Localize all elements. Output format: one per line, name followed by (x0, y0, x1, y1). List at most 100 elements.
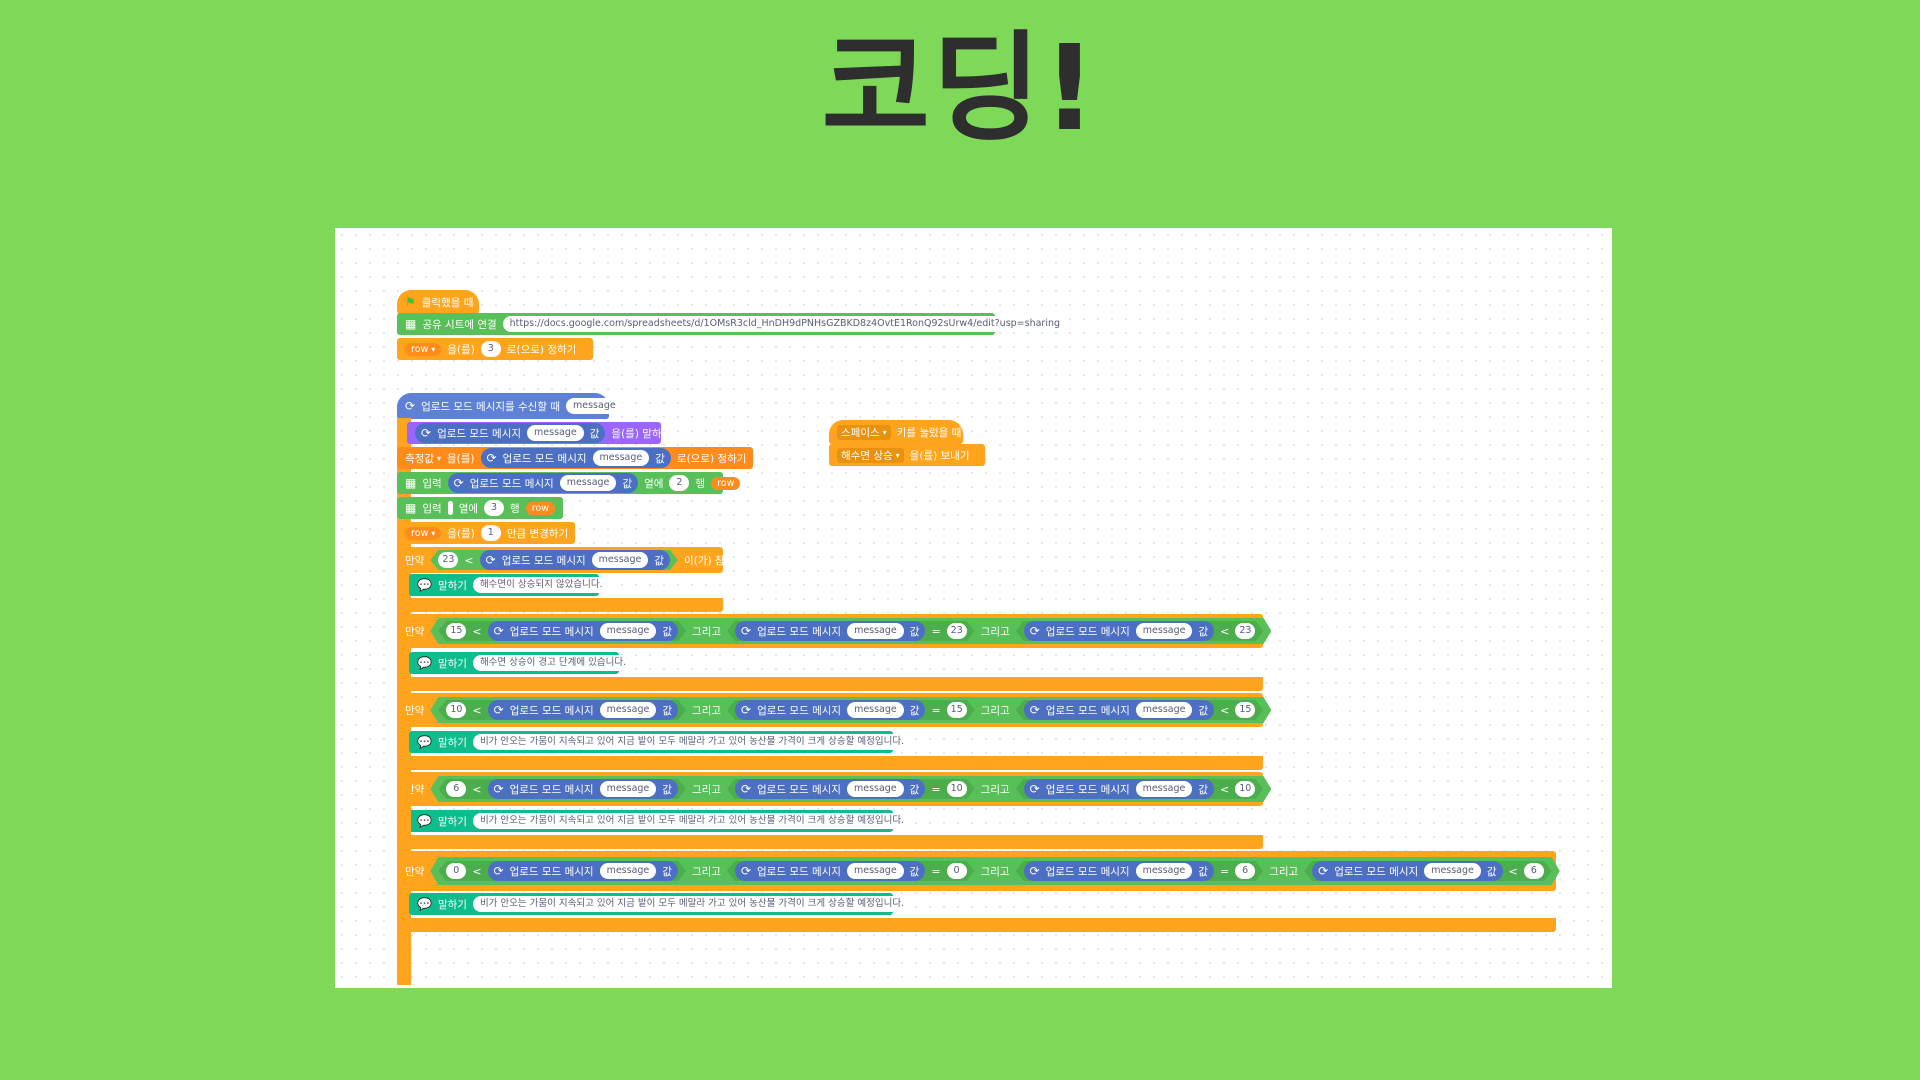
compare-value[interactable]: 6 (446, 781, 466, 797)
row-var-reporter[interactable]: row (525, 501, 555, 515)
upload-mode-icon: ⟳ (453, 476, 464, 490)
compare-value[interactable]: 23 (438, 552, 458, 568)
input-cell-block-1[interactable]: ▦ 입력 ⟳ 업로드 모드 메시지 message 값 열에 2 행 row (397, 472, 741, 494)
var-dropdown[interactable]: row (405, 526, 442, 540)
if-block-1[interactable]: 만약 23 < ⟳ 업로드 모드 메시지 message 값 이(가) 참이면 (397, 547, 744, 573)
upload-message-reporter[interactable]: ⟳ 업로드 모드 메시지 message 값 (480, 448, 671, 468)
say-label: 말하기 (437, 736, 467, 749)
var-dropdown[interactable]: row (405, 342, 442, 356)
operator: = (931, 703, 941, 717)
say-block[interactable]: 💬 말하기 비가 안오는 가뭄이 지속되고 있어 지금 밭이 모두 메말라 가고… (409, 810, 912, 832)
compare-value[interactable]: 6 (1235, 863, 1255, 879)
hat-label: 클릭했을 때 (421, 296, 474, 309)
set-measured-block[interactable]: 측정값 을(를) ⟳ 업로드 모드 메시지 message 값 로(으로) 정하… (397, 447, 753, 469)
say-text-input[interactable]: 해수면이 상승되지 않았습니다. (472, 577, 610, 593)
say-text-input[interactable]: 해수면 상승이 경고 단계에 있습니다. (472, 655, 634, 671)
compare-value[interactable]: 23 (947, 623, 967, 639)
say-block[interactable]: 💬 말하기 해수면 상승이 경고 단계에 있습니다. (409, 652, 634, 674)
row-var-reporter[interactable]: row (711, 476, 741, 490)
change-row-block[interactable]: row 을(를) 1 만큼 변경하기 (397, 522, 575, 544)
upload-mode-icon: ⟳ (1029, 864, 1040, 878)
say-block[interactable]: 💬 말하기 해수면이 상승되지 않았습니다. (409, 574, 610, 596)
compare-value[interactable]: 10 (947, 781, 967, 797)
when-flag-clicked-hat[interactable]: ⚑ 클릭했을 때 (397, 290, 479, 314)
input-cell-block-2[interactable]: ▦ 입력 열에 3 행 row (397, 497, 563, 519)
sheet-url-input[interactable]: https://docs.google.com/spreadsheets/d/1… (502, 316, 1068, 332)
operator: < (472, 624, 482, 638)
key-dropdown[interactable]: 스페이스 (837, 424, 891, 440)
say-block[interactable]: 💬 말하기 비가 안오는 가뭄이 지속되고 있어 지금 밭이 모두 메말라 가고… (409, 893, 912, 915)
col-input[interactable]: 2 (669, 475, 690, 491)
broadcast-block[interactable]: 해수면 상승 을(를) 보내기 (829, 444, 985, 466)
say-text-input[interactable]: 비가 안오는 가뭄이 지속되고 있어 지금 밭이 모두 메말라 가고 있어 농산… (472, 813, 912, 829)
compare-value[interactable]: 15 (1235, 702, 1255, 718)
compare-value[interactable]: 23 (1235, 623, 1255, 639)
compare-value[interactable]: 6 (1524, 863, 1544, 879)
value-suffix: 값 (909, 704, 920, 717)
message-param[interactable]: message (566, 398, 623, 414)
say-text-input[interactable]: 비가 안오는 가뭄이 지속되고 있어 지금 밭이 모두 메말라 가고 있어 농산… (472, 734, 912, 750)
when-key-pressed-hat[interactable]: 스페이스 키를 눌렀을 때 (829, 420, 963, 444)
say-block[interactable]: 💬 말하기 비가 안오는 가뭄이 지속되고 있어 지금 밭이 모두 메말라 가고… (409, 731, 912, 753)
code-canvas[interactable]: ⚑ 클릭했을 때 ▦ 공유 시트에 연결 https://docs.google… (335, 228, 1612, 988)
upload-message-reporter[interactable]: ⟳ 업로드 모드 메시지 message 값 (480, 550, 670, 570)
compare-value[interactable]: 15 (446, 623, 466, 639)
compare-value[interactable]: 10 (446, 702, 466, 718)
reporter-label: 업로드 모드 메시지 (469, 477, 554, 490)
connect-sheet-block[interactable]: ▦ 공유 시트에 연결 https://docs.google.com/spre… (397, 313, 1068, 335)
receive-upload-message-hat[interactable]: ⟳ 업로드 모드 메시지를 수신할 때 message (397, 393, 623, 419)
compare-value[interactable]: 0 (446, 863, 466, 879)
say-text-input[interactable]: 비가 안오는 가뭄이 지속되고 있어 지금 밭이 모두 메말라 가고 있어 농산… (472, 896, 912, 912)
change-value-input[interactable]: 1 (480, 525, 501, 541)
compare-value[interactable]: 0 (947, 863, 967, 879)
col-input[interactable]: 3 (484, 500, 505, 516)
compare-value[interactable]: 15 (947, 702, 967, 718)
message-dropdown[interactable]: 해수면 상승 (837, 447, 904, 463)
empty-value-slot[interactable] (447, 501, 453, 515)
set-value-input[interactable]: 3 (480, 341, 501, 357)
say-message-block[interactable]: ⟳ 업로드 모드 메시지 message 값 을(를) 말하기 (407, 422, 671, 444)
compare-condition[interactable]: 23 < ⟳ 업로드 모드 메시지 message 값 (430, 550, 678, 570)
value-suffix: 값 (1198, 625, 1209, 638)
var-dropdown[interactable]: 측정값 (405, 451, 441, 466)
upload-message-reporter[interactable]: ⟳ 업로드 모드 메시지 message 값 (447, 473, 639, 493)
compare-value[interactable]: 10 (1235, 781, 1255, 797)
and-label: 그리고 (691, 865, 721, 878)
set-row-block[interactable]: row 을(를) 3 로(으로) 정하기 (397, 338, 593, 360)
upload-message-reporter[interactable]: ⟳ 업로드 모드 메시지 message 값 (415, 423, 606, 443)
